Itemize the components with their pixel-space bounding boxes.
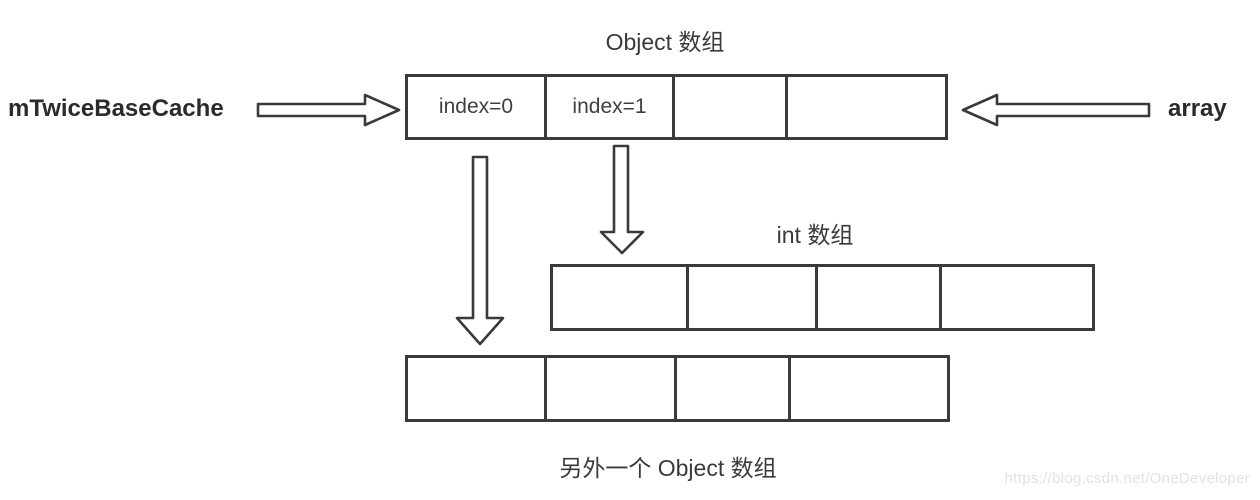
- arrow-right-icon: [256, 93, 401, 127]
- watermark-text: https://blog.csdn.net/OneDeveloper: [1004, 470, 1250, 487]
- object-array-cell: index=1: [544, 74, 675, 140]
- int-array-title: int 数组: [776, 222, 854, 248]
- int-array-cell: [550, 264, 689, 331]
- int-array-cell: [939, 264, 1095, 331]
- arrow-down-long-icon: [455, 155, 505, 346]
- arrow-left-icon: [961, 93, 1151, 127]
- object-array-cell: [785, 74, 948, 140]
- int-array-cell: [815, 264, 942, 331]
- another-object-array-cell: [788, 355, 950, 422]
- another-object-array-cell: [405, 355, 547, 422]
- another-object-array-cell: [674, 355, 791, 422]
- another-object-array-title: 另外一个 Object 数组: [559, 455, 777, 481]
- object-array-title: Object 数组: [605, 29, 725, 55]
- another-object-array: [405, 355, 950, 422]
- array-label: array: [1168, 95, 1227, 122]
- object-array-cell: [672, 74, 788, 140]
- object-array: index=0 index=1: [405, 74, 948, 140]
- int-array-cell: [686, 264, 818, 331]
- mtwicebasecache-label: mTwiceBaseCache: [8, 95, 224, 122]
- object-array-cell: index=0: [405, 74, 547, 140]
- arrow-down-short-icon: [599, 144, 645, 255]
- int-array: [550, 264, 1095, 331]
- another-object-array-cell: [544, 355, 677, 422]
